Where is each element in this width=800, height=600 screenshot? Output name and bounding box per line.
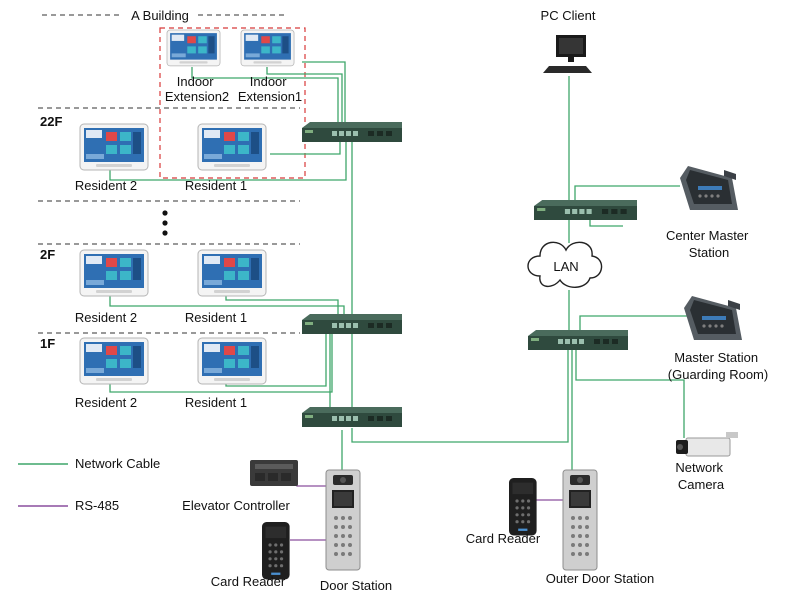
building-header: A Building <box>42 8 285 23</box>
network-camera-device <box>676 432 738 457</box>
card-reader-left-label: Card Reader <box>211 574 286 589</box>
resident-1f-1-label: Resident 1 <box>185 395 247 410</box>
resident-1f-2-monitor <box>79 337 149 385</box>
legend-network-cable-label: Network Cable <box>75 456 160 471</box>
resident-2f-1-label: Resident 1 <box>185 310 247 325</box>
legend: Network Cable RS-485 <box>18 456 160 513</box>
elevator-controller-device <box>250 460 298 486</box>
resident-2f-2-label: Resident 2 <box>75 310 137 325</box>
pc-client-computer <box>543 35 592 73</box>
building-title: A Building <box>131 8 189 23</box>
resident-1f-1-monitor <box>197 337 267 385</box>
outer-door-station-device <box>562 469 598 571</box>
center-master-station-label: Center Master Station <box>666 228 752 260</box>
resident-2f-1-monitor <box>197 249 267 297</box>
pc-client-label: PC Client <box>541 8 596 23</box>
indoor-extension1-monitor <box>240 29 295 67</box>
resident-22f-2-label: Resident 2 <box>75 178 137 193</box>
master-station-label: Master Station (Guarding Room) <box>668 350 768 382</box>
center-master-station-device <box>680 166 738 210</box>
indoor-extension1-label: Indoor Extension1 <box>238 74 302 104</box>
network-cables <box>109 61 690 470</box>
floor-separators <box>38 107 300 334</box>
lan-cloud: LAN <box>527 241 603 288</box>
resident-1f-2-label: Resident 2 <box>75 395 137 410</box>
legend-rs485-label: RS-485 <box>75 498 119 513</box>
switch-22f <box>302 122 402 142</box>
floor-ellipsis <box>162 210 168 236</box>
resident-22f-1-label: Resident 1 <box>185 178 247 193</box>
floor-label-2f: 2F <box>40 247 55 262</box>
network-camera-label: Network Camera <box>675 460 726 492</box>
master-station-device <box>684 296 742 340</box>
indoor-extension2-monitor <box>166 29 221 67</box>
floor-label-22f: 22F <box>40 114 62 129</box>
switch-center <box>534 200 637 220</box>
resident-2f-2-monitor <box>79 249 149 297</box>
indoor-extension2-label: Indoor Extension2 <box>165 74 229 104</box>
floor-label-1f: 1F <box>40 336 55 351</box>
door-station-device <box>325 469 361 571</box>
elevator-controller-label: Elevator Controller <box>182 498 290 513</box>
switch-ground <box>302 407 402 427</box>
lan-label: LAN <box>553 259 578 274</box>
door-station-label: Door Station <box>320 578 392 593</box>
outer-door-station-label: Outer Door Station <box>546 571 654 586</box>
resident-22f-2-monitor <box>79 123 149 171</box>
card-reader-right-device <box>509 478 537 536</box>
card-reader-right-label: Card Reader <box>466 531 541 546</box>
card-reader-left-device <box>262 522 290 580</box>
switch-guard <box>528 330 628 350</box>
switch-2f <box>302 314 402 334</box>
resident-22f-1-monitor <box>197 123 267 171</box>
indoor-group-box <box>159 27 306 179</box>
